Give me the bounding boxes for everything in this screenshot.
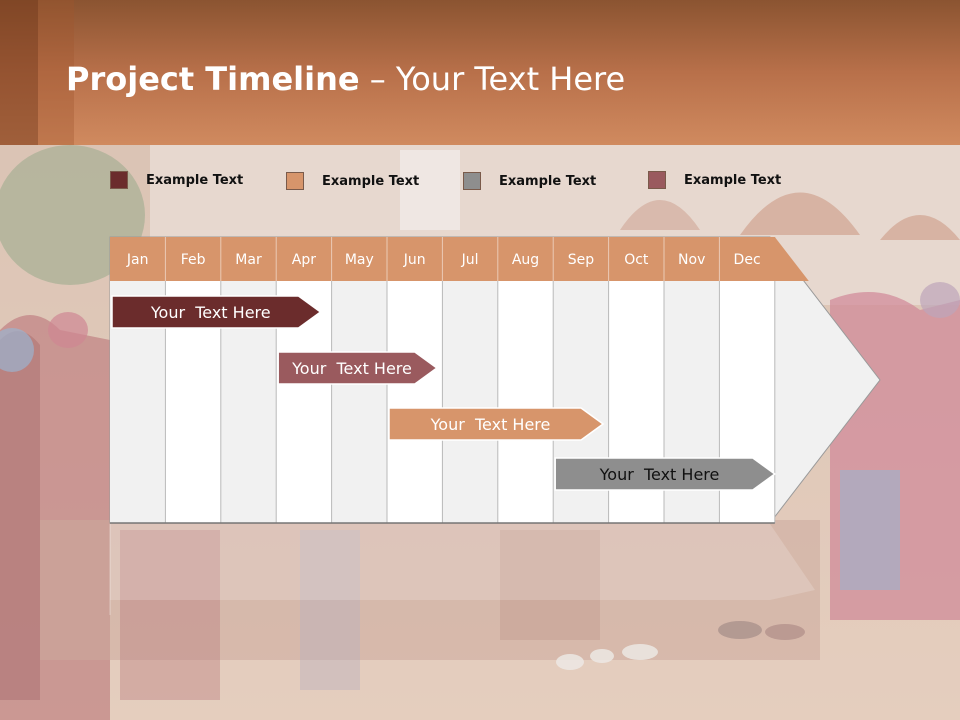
- legend-label: Example Text: [684, 172, 782, 188]
- legend-label: Example Text: [146, 172, 244, 188]
- legend-label: Example Text: [499, 173, 597, 189]
- legend-item: Example Text: [286, 172, 419, 190]
- chart-reflection: [110, 524, 815, 600]
- page-title: Project Timeline – Your Text Here: [66, 60, 625, 98]
- task-bar: [388, 407, 605, 441]
- legend-swatch: [110, 171, 128, 189]
- title-band: [0, 0, 960, 145]
- task-bar-label: Your Text Here: [599, 465, 720, 484]
- month-header-row: [110, 237, 809, 281]
- month-column: [442, 281, 498, 523]
- month-label: Nov: [678, 252, 705, 268]
- month-column: [331, 281, 387, 523]
- task-bar-label: Your Text Here: [150, 303, 271, 322]
- legend-item: Example Text: [110, 171, 243, 189]
- month-label: Mar: [235, 252, 262, 268]
- month-label: Jan: [126, 252, 149, 268]
- month-label: Apr: [292, 252, 316, 268]
- title-accent-stripe: [0, 0, 38, 145]
- month-label: Jun: [403, 252, 426, 268]
- task-bar-label: Your Text Here: [430, 415, 551, 434]
- month-label: May: [345, 252, 374, 268]
- month-label: Oct: [624, 252, 649, 268]
- legend-label: Example Text: [322, 173, 420, 189]
- title-accent-stripe: [38, 0, 74, 145]
- month-label: Aug: [512, 252, 539, 268]
- month-label: Jul: [461, 252, 479, 268]
- month-label: Dec: [734, 252, 761, 268]
- legend-swatch: [648, 171, 666, 189]
- month-label: Sep: [568, 252, 595, 268]
- legend-item: Example Text: [648, 171, 781, 189]
- legend-item: Example Text: [463, 172, 596, 190]
- task-bar-label: Your Text Here: [291, 359, 412, 378]
- task-bar: [554, 457, 777, 491]
- task-bar: [111, 295, 322, 329]
- page-title-rest: – Your Text Here: [359, 60, 626, 98]
- page-title-bold: Project Timeline: [66, 60, 360, 98]
- month-column: [497, 281, 554, 523]
- legend-swatch: [463, 172, 481, 190]
- task-bar: [277, 351, 439, 385]
- legend-swatch: [286, 172, 304, 190]
- month-column: [387, 281, 443, 523]
- month-label: Feb: [181, 252, 206, 268]
